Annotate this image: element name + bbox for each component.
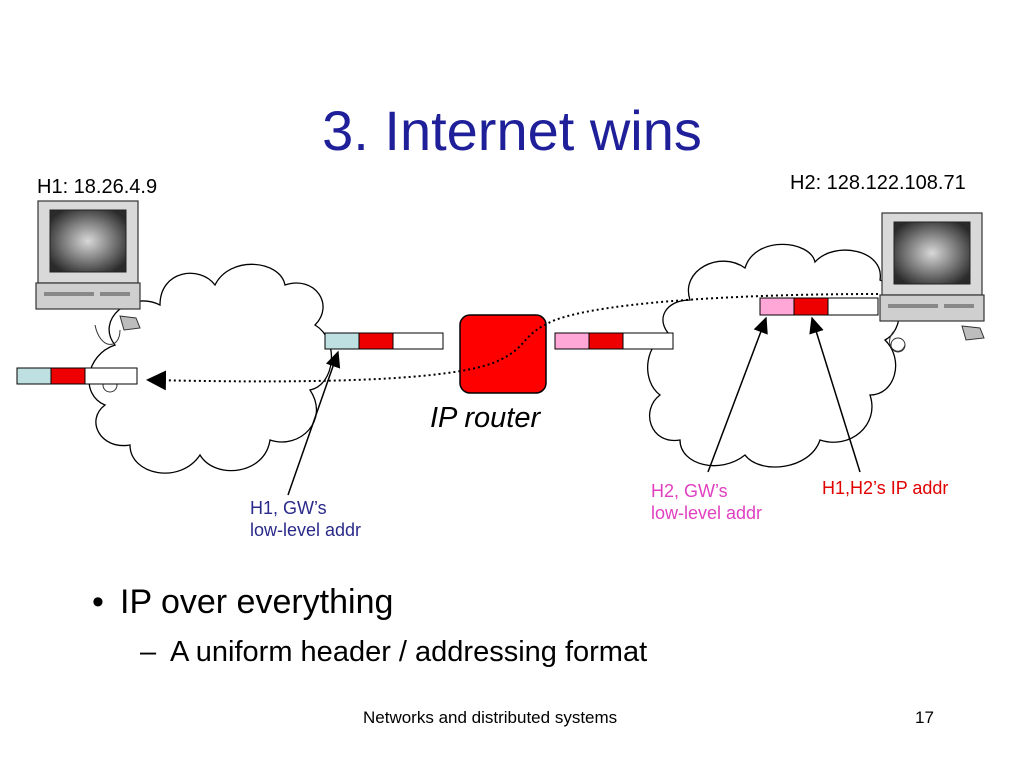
sub-bullet-text: A uniform header / addressing format	[170, 636, 648, 668]
callout-h2-gw-line2: low-level addr	[651, 503, 763, 523]
callout-arrow-h1-gw	[287, 350, 341, 496]
packet-h2-side	[759, 297, 879, 316]
packet-route-dotted-path	[146, 293, 879, 391]
sub-bullet-dash-icon: –	[140, 636, 157, 668]
sub-bullet-item: –A uniform header / addressing format	[140, 636, 647, 669]
callout-arrow-ip-addr	[809, 316, 861, 473]
callout-h1-gw-line2: low-level addr	[250, 520, 362, 540]
callout-ip-addr: H1,H2’s IP addr	[822, 478, 949, 498]
footer-text: Networks and distributed systems	[363, 708, 618, 727]
callout-h2-gw-addr: H2, GW’s low-level addr	[651, 480, 762, 524]
packet-right-of-router	[554, 332, 674, 350]
right-network-cloud	[647, 243, 901, 468]
packet-left-of-router	[324, 332, 444, 350]
host-h1-computer-icon	[35, 200, 141, 393]
ip-router-box	[459, 314, 547, 394]
host-h1-label: H1: 18.26.4.9	[37, 176, 158, 198]
bullet-item: • IP over everything	[92, 583, 393, 622]
callout-h2-gw-line1: H2, GW’s	[651, 481, 728, 501]
packet-h1-side	[16, 367, 138, 385]
slide-title: 3. Internet wins	[322, 99, 702, 162]
page-number: 17	[915, 708, 934, 727]
ip-router-label: IP router	[430, 402, 541, 434]
bullet-text: IP over everything	[120, 583, 394, 621]
left-network-cloud	[88, 263, 332, 474]
callout-arrow-h2-gw	[707, 316, 768, 473]
bullet-dot-icon: •	[92, 583, 104, 621]
host-h2-label: H2: 128.122.108.71	[790, 172, 966, 194]
host-h2-computer-icon	[879, 212, 985, 353]
callout-h1-gw-addr: H1, GW’s low-level addr	[250, 497, 361, 541]
callout-h1-gw-line1: H1, GW’s	[250, 498, 327, 518]
